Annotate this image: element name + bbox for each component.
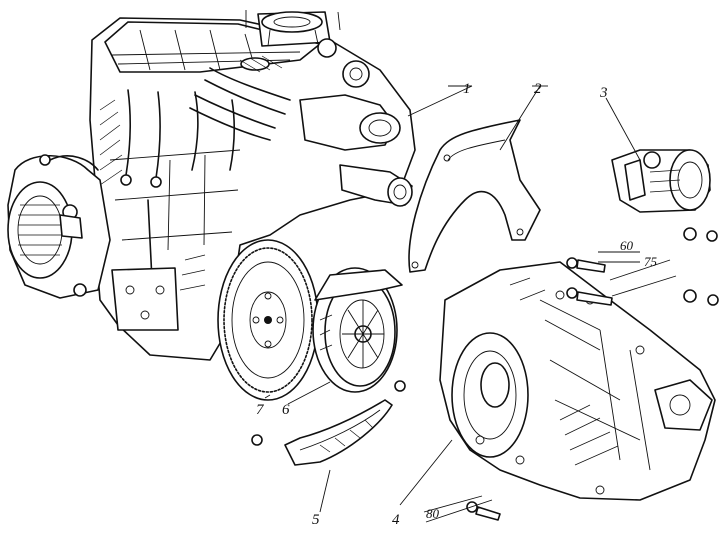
- starter-motor: [611, 149, 718, 242]
- bolt-80: [466, 501, 501, 521]
- callout-labels: 1 2 3 4 5 6 7: [256, 81, 608, 528]
- dimension-75: 75: [644, 254, 658, 269]
- callout-5: 5: [312, 512, 320, 528]
- bolts-and-washers: [251, 257, 719, 521]
- bolt-cover-left: [251, 434, 263, 446]
- leader-lines: [264, 85, 677, 523]
- nut: [707, 294, 719, 306]
- callout-7: 7: [256, 402, 265, 418]
- clutch-housing-cover-plate: [408, 119, 541, 273]
- engine-assembly: [89, 10, 416, 361]
- callout-2: 2: [534, 81, 542, 97]
- callout-3: 3: [599, 85, 608, 101]
- flywheel-lower-cover: [284, 399, 393, 466]
- dimension-80: 80: [426, 506, 440, 521]
- bolt-cover-right: [394, 380, 406, 392]
- callout-1: 1: [463, 81, 471, 97]
- gearbox-assembly: [439, 261, 716, 501]
- flywheel: [217, 239, 319, 401]
- washer: [683, 289, 697, 303]
- bolt-60: [566, 257, 606, 273]
- bolt-75: [566, 287, 613, 306]
- dimension-labels: 60 75 80: [426, 238, 658, 521]
- dimension-60: 60: [620, 238, 634, 253]
- callout-6: 6: [282, 402, 290, 418]
- alternator: [7, 154, 111, 299]
- callout-4: 4: [392, 512, 400, 528]
- clutch-pressure-plate: [312, 267, 403, 393]
